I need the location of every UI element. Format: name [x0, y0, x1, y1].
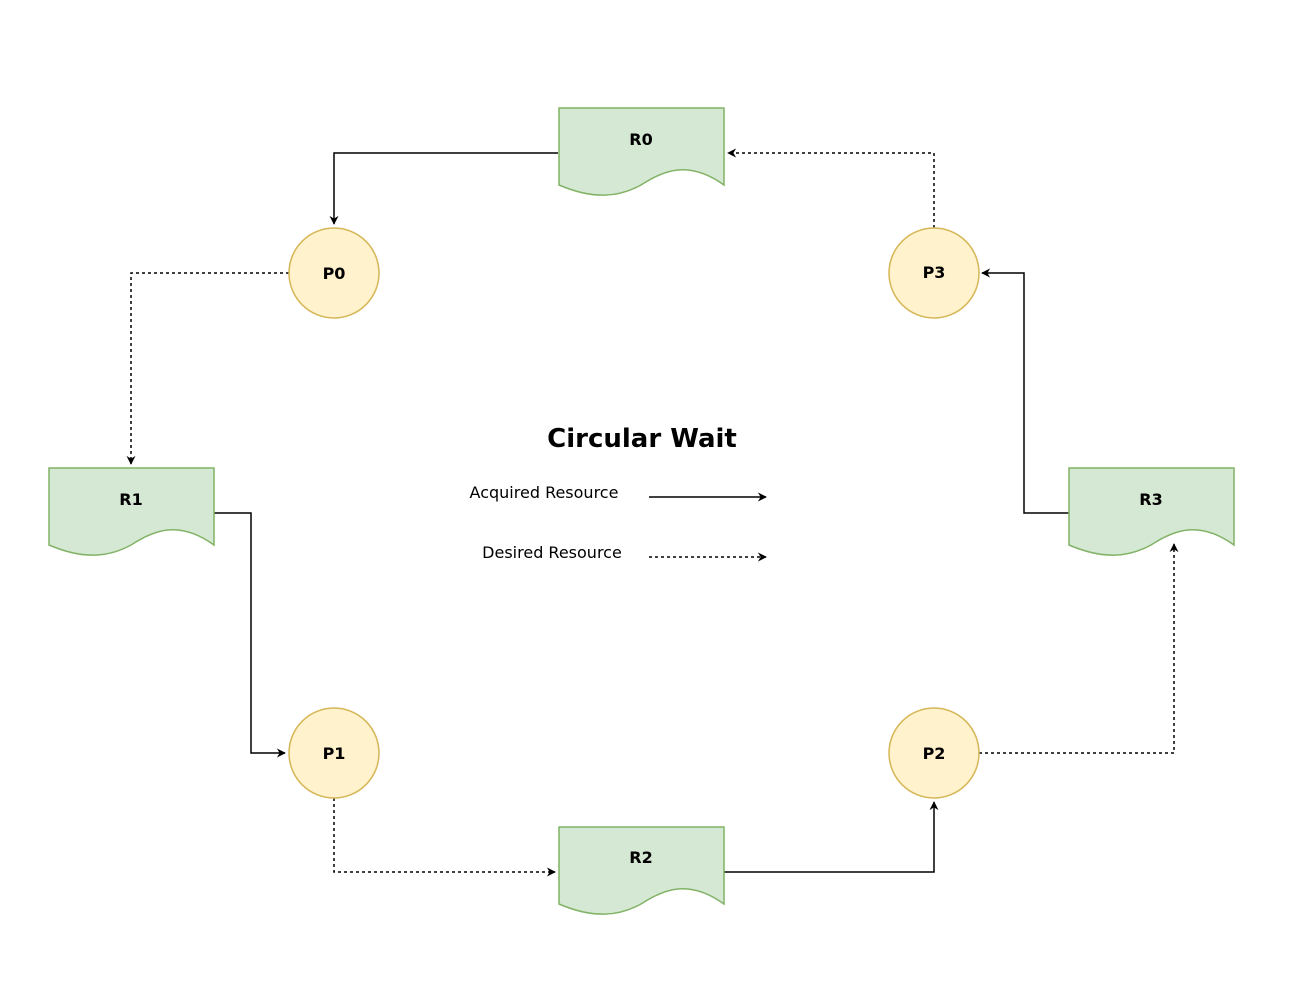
- edge-r1-to-p1: [214, 512, 286, 758]
- process-p3[interactable]: P3: [888, 227, 980, 319]
- edge-r0-to-p0: [329, 152, 558, 225]
- resource-r3[interactable]: R3: [1068, 467, 1235, 556]
- resource-r1[interactable]: R1: [48, 467, 215, 556]
- edge-p1-to-r2: [333, 798, 556, 877]
- diagram-title: Circular Wait: [547, 424, 737, 454]
- process-p1[interactable]: P1: [288, 707, 380, 799]
- resource-r3-label: R3: [1139, 490, 1162, 509]
- resource-r0-label: R0: [629, 130, 652, 149]
- edge-r2-to-p2: [724, 801, 939, 873]
- edge-p2-to-r3: [979, 543, 1179, 754]
- process-p0[interactable]: P0: [288, 227, 380, 319]
- resource-r0[interactable]: R0: [558, 107, 725, 196]
- resource-r2-label: R2: [629, 848, 652, 867]
- legend-acquired-label: Acquired Resource: [470, 483, 619, 502]
- legend: Acquired Resource Desired Resource: [470, 483, 767, 562]
- process-p2[interactable]: P2: [888, 707, 980, 799]
- process-p0-label: P0: [323, 264, 346, 283]
- resource-r2[interactable]: R2: [558, 826, 725, 915]
- edge-p0-to-r1: [126, 272, 289, 465]
- process-p3-label: P3: [923, 263, 946, 282]
- edge-p3-to-r0: [727, 148, 935, 228]
- process-p2-label: P2: [923, 744, 946, 763]
- process-p1-label: P1: [323, 744, 346, 763]
- edge-r3-to-p3: [981, 268, 1069, 514]
- resource-r1-label: R1: [119, 490, 142, 509]
- legend-desired-label: Desired Resource: [482, 543, 622, 562]
